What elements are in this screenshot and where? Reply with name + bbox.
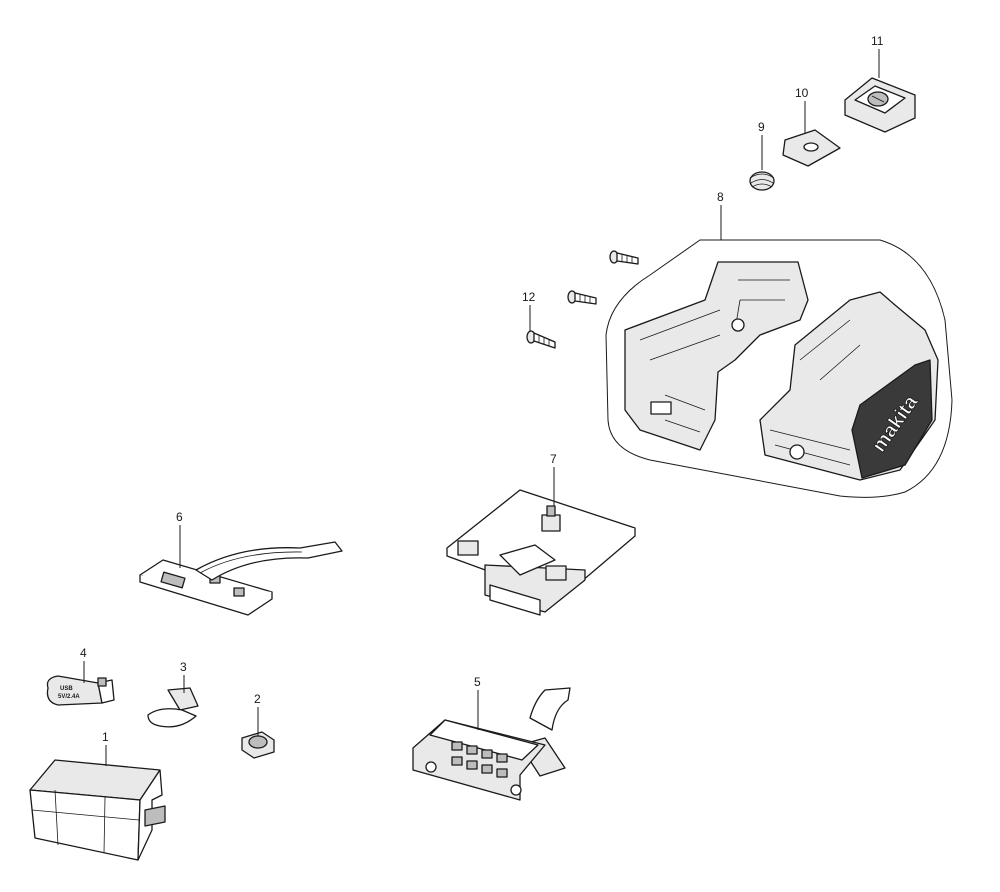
label-4: 4 (80, 646, 87, 660)
housing-left-boss (731, 318, 745, 332)
part-4-usb-cap: USB 5V/2.4A (46, 675, 115, 706)
label-10: 10 (795, 86, 809, 100)
part-2-button (241, 731, 275, 759)
part-1-end-cover (29, 759, 166, 861)
label-1: 1 (102, 730, 109, 744)
screw-c (526, 330, 556, 349)
label-7: 7 (550, 452, 557, 466)
screw-b (567, 290, 597, 305)
housing-right-detail (769, 319, 861, 466)
part-6-usb-board (139, 541, 343, 616)
housing-right-screw-hole (789, 444, 805, 460)
part-12-screws (526, 250, 639, 349)
part-10-plate (782, 129, 841, 167)
label-5: 5 (474, 675, 481, 689)
housing-right-face (851, 359, 933, 479)
label-9: 9 (758, 120, 765, 134)
part-3-clip (147, 687, 199, 728)
part-11-button-cover (844, 77, 916, 133)
label-12: 12 (522, 290, 536, 304)
housing-left-slot (650, 401, 672, 415)
label-6: 6 (176, 510, 183, 524)
assembly-outline (605, 239, 953, 498)
label-11: 11 (871, 34, 884, 48)
usb-marking-2: 5V/2.4A (58, 694, 80, 700)
label-3: 3 (180, 660, 187, 674)
part-9-spring (749, 171, 775, 191)
usb-marking-1: USB (60, 686, 73, 692)
housing-left-detail (639, 279, 790, 433)
screw-a (609, 250, 639, 265)
part-5-led-board (412, 687, 571, 801)
led-windows (451, 741, 508, 778)
label-2: 2 (254, 692, 261, 706)
part-7-circuit-board (446, 489, 636, 616)
part-8-housing: makita (605, 239, 953, 498)
label-8: 8 (717, 190, 724, 204)
